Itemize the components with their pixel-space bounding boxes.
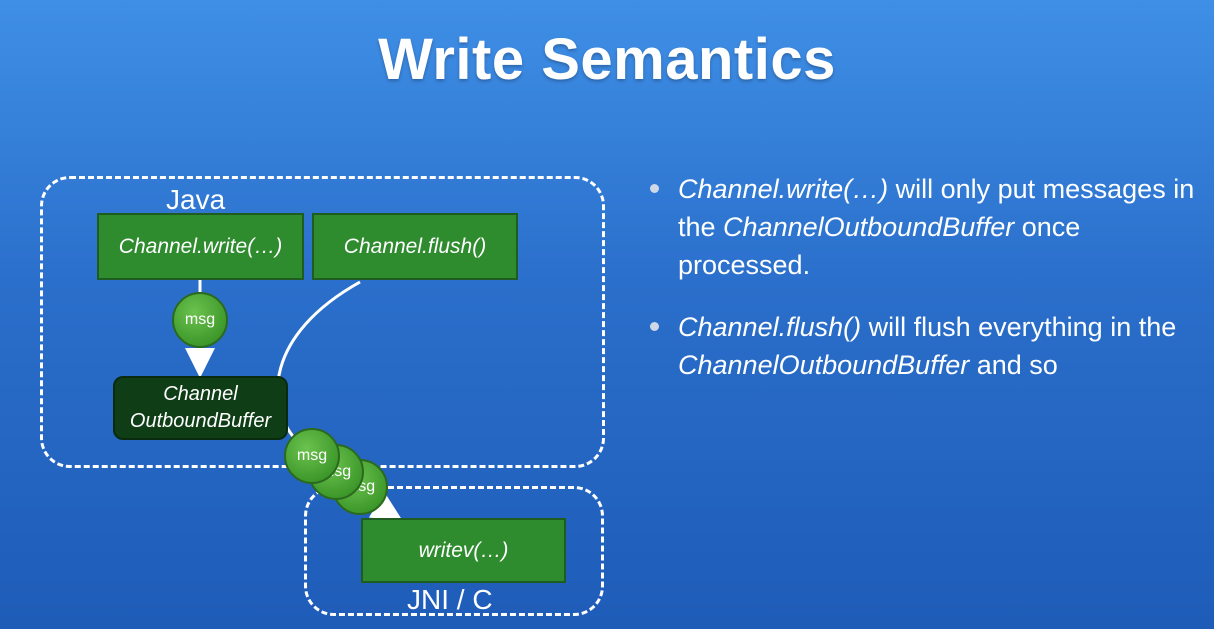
bullet-text: and so	[969, 350, 1058, 380]
msg-circle: msg	[172, 292, 228, 348]
bullet-dot-icon	[650, 184, 659, 193]
jni-group-label: JNI / C	[407, 584, 493, 615]
channel-write-box: Channel.write(…)	[97, 213, 304, 280]
writev-box: writev(…)	[361, 518, 566, 583]
outbound-buffer-line2: OutboundBuffer	[129, 410, 272, 432]
msg-circle: msg	[284, 428, 340, 484]
bullet-text-italic: Channel.flush()	[678, 312, 862, 342]
bullet-list: Channel.write(…) will only put messages …	[650, 170, 1200, 408]
java-group-label: Java	[166, 184, 226, 215]
bullet-text-italic: Channel.write(…)	[678, 174, 889, 204]
bullet-dot-icon	[650, 322, 659, 331]
bullet-text: once processed.	[678, 212, 1081, 280]
bullet-text-italic: ChannelOutboundBuffer	[678, 350, 970, 380]
bullet-text: will flush everything in the	[861, 312, 1177, 342]
outbound-buffer-box: Channel OutboundBuffer	[113, 376, 288, 440]
outbound-buffer-line1: Channel	[163, 383, 238, 405]
slide-title: Write Semantics	[378, 27, 836, 92]
bullet-text-italic: ChannelOutboundBuffer	[723, 212, 1015, 242]
bullet-item: Channel.flush() will flush everything in…	[650, 308, 1200, 384]
channel-flush-box: Channel.flush()	[312, 213, 518, 280]
bullet-text: will only put messages in the	[678, 174, 1195, 242]
bullet-item: Channel.write(…) will only put messages …	[650, 170, 1200, 284]
jni-group-boundary	[304, 486, 604, 616]
